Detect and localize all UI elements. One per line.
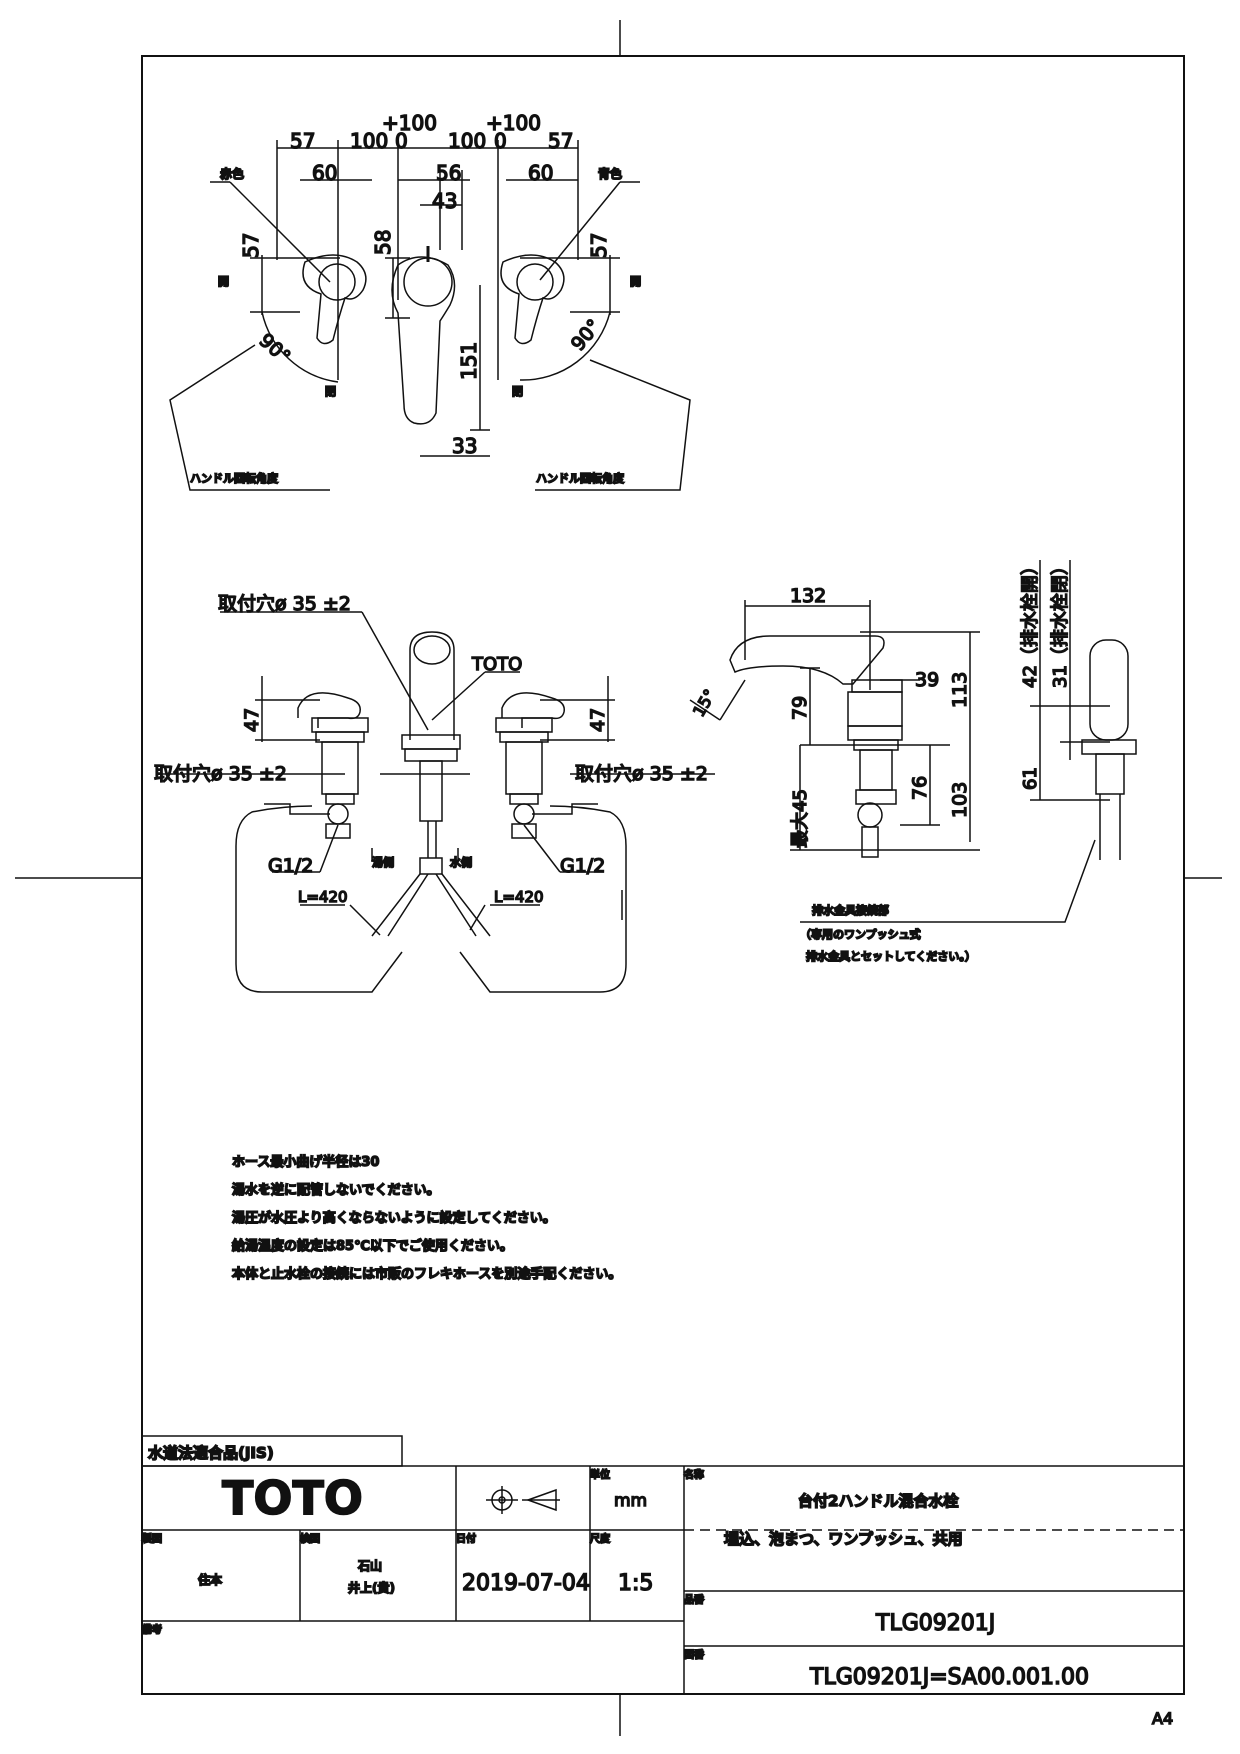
- drain-note-1: （専用のワンプッシュ式: [800, 927, 921, 941]
- drawing-number-value: TLG09201J=SA00.001.00: [809, 1665, 1089, 1690]
- dim-56: 56: [436, 161, 461, 185]
- sheet-frame: [15, 20, 1222, 1736]
- dim-103: 103: [949, 782, 971, 818]
- unit-label: 単位: [590, 1468, 610, 1481]
- drain-note-2: 排水金具とセットしてください。）: [806, 949, 976, 963]
- note-2: 湯水を逆に配管しないでください。: [232, 1182, 440, 1198]
- scale-value: 1:5: [618, 1571, 653, 1596]
- remarks-label: 備考: [142, 1623, 162, 1636]
- hot-side-label: 湯側: [372, 855, 394, 869]
- name-label: 名称: [684, 1468, 704, 1481]
- hose-length-right: L=420: [494, 888, 544, 906]
- product-name: 台付2ハンドル混合水栓: [798, 1492, 958, 1510]
- date-value: 2019-07-04: [462, 1571, 590, 1596]
- mount-hole-left: 取付穴ø 35 ±2: [154, 763, 287, 785]
- part-value: TLG09201J: [875, 1611, 995, 1636]
- dim-100-right: 100: [448, 129, 486, 153]
- dim-100-left: 100: [350, 129, 388, 153]
- checker-value-2: 井上(貴): [348, 1580, 395, 1595]
- checker-value-1: 石山: [357, 1558, 382, 1573]
- label-red: 赤色: [220, 166, 244, 181]
- dim-60-right: 60: [528, 161, 553, 185]
- dim-57-left: 57: [290, 129, 315, 153]
- side-view: [689, 560, 1137, 923]
- dim-0-left: 0: [395, 129, 408, 153]
- dim-39: 39: [915, 669, 939, 691]
- brand-mark-label: TOTO: [471, 654, 522, 675]
- angle-15: 15°: [689, 686, 720, 720]
- dim-max45: 最大45: [790, 789, 811, 848]
- compliance-label: 水道法適合品(JIS): [148, 1444, 274, 1462]
- hose-length-left: L=420: [298, 888, 348, 906]
- scale-label: 尺度: [590, 1532, 611, 1545]
- dim-plus100-left: +100: [382, 111, 437, 135]
- checker-label: 検図: [300, 1532, 320, 1545]
- note-1: ホース最小曲げ半径は30: [232, 1154, 379, 1170]
- mount-hole-right: 取付穴ø 35 ±2: [575, 763, 708, 785]
- top-view: [169, 140, 691, 491]
- paper-size: A4: [1152, 1709, 1173, 1728]
- toto-logo: TOTO: [222, 1471, 363, 1525]
- label-handle-angle-right: ハンドル回転角度: [536, 471, 625, 485]
- designer-value: 住本: [198, 1572, 222, 1587]
- angle-90-left: 90°: [255, 329, 295, 368]
- dim-plus100-right: +100: [486, 111, 541, 135]
- mount-hole-top: 取付穴ø 35 ±2: [218, 593, 351, 615]
- unit-value: mm: [614, 1491, 647, 1511]
- drawing-number-label: 図番: [684, 1648, 705, 1661]
- product-subtitle: 埋込、泡まつ、ワンプッシュ、共用: [724, 1530, 963, 1548]
- dim-57-right: 57: [548, 129, 573, 153]
- label-blue: 青色: [598, 166, 622, 181]
- date-label: 日付: [456, 1532, 476, 1545]
- label-close-left: 閉: [325, 385, 336, 398]
- dim-31-drain-closed: 31（排水栓閉）: [1050, 557, 1071, 688]
- dim-132: 132: [790, 585, 826, 607]
- note-4: 給湯温度の設定は85℃以下でご使用ください。: [232, 1238, 513, 1254]
- designer-label: 製図: [141, 1532, 162, 1545]
- dim-42-drain-open: 42（排水栓開）: [1020, 557, 1041, 688]
- title-block-lines: [141, 1435, 1184, 1694]
- dim-0-right: 0: [494, 129, 507, 153]
- dim-151: 151: [457, 342, 481, 380]
- dim-76: 76: [909, 776, 931, 800]
- angle-90-right: 90°: [567, 315, 606, 355]
- part-label: 品番: [684, 1593, 705, 1606]
- cold-side-label: 水側: [450, 855, 472, 869]
- dim-57-vright: 57: [587, 233, 611, 258]
- label-open-right: 開: [630, 275, 641, 288]
- front-view: [158, 611, 715, 993]
- dim-43: 43: [432, 189, 457, 213]
- label-open-left: 開: [218, 275, 229, 288]
- label-close-right: 閉: [512, 385, 523, 398]
- dim-61: 61: [1020, 767, 1041, 790]
- dim-60-left: 60: [312, 161, 337, 185]
- note-3: 湯圧が水圧より高くならないように設定してください。: [232, 1210, 556, 1226]
- drain-connection-label: 排水金具接続部: [812, 903, 889, 917]
- g12-right: G1/2: [560, 855, 605, 877]
- dim-113: 113: [949, 672, 971, 708]
- note-5: 本体と止水栓の接続には市販のフレキホースを別途手配ください。: [232, 1266, 621, 1282]
- label-handle-angle-left: ハンドル回転角度: [190, 471, 279, 485]
- dim-58: 58: [371, 230, 395, 255]
- dim-33: 33: [452, 434, 477, 458]
- dim-47-right: 47: [587, 708, 609, 732]
- dim-47-left: 47: [241, 708, 263, 732]
- dim-57-vleft: 57: [239, 233, 263, 258]
- g12-left: G1/2: [268, 855, 313, 877]
- dim-79: 79: [789, 696, 811, 720]
